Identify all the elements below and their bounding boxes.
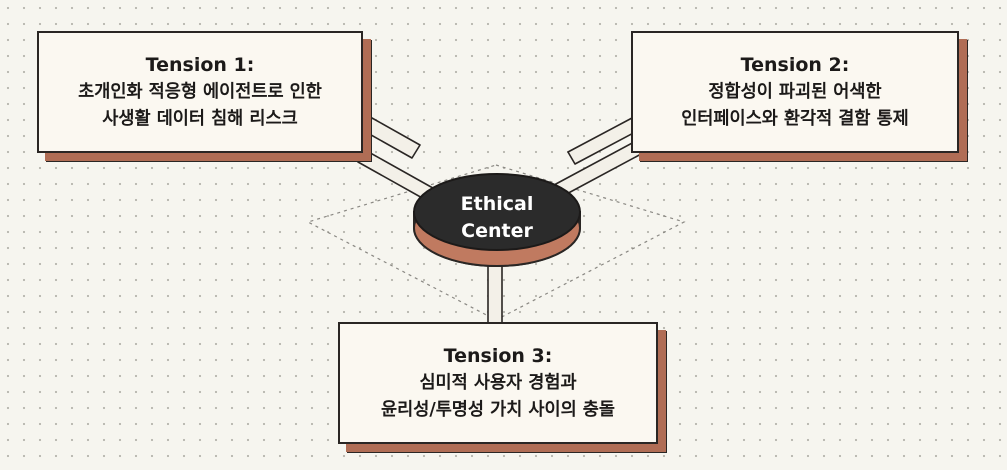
tension-1-title: Tension 1: [145, 53, 255, 76]
connector-tension-2 [553, 117, 644, 198]
ethical-center-disk [413, 173, 581, 267]
connector-tension-3 [487, 261, 503, 325]
tension-3-title: Tension 3: [443, 344, 553, 367]
center-line-1: Ethical [460, 193, 534, 215]
ethical-center-label: Ethical Center [414, 184, 580, 252]
tension-3-line-2: 윤리성/투명성 가치 사이의 충돌 [381, 399, 615, 420]
tension-2-line-1: 정합성이 파괴된 어색한 [708, 81, 882, 102]
tension-2-line-2: 인터페이스와 환각적 결함 통제 [681, 108, 909, 129]
center-line-2: Center [461, 220, 533, 242]
tension-1-line-1: 초개인화 적응형 에이전트로 인한 [78, 81, 322, 102]
tension-card-3: Tension 3: 심미적 사용자 경험과 윤리성/투명성 가치 사이의 충돌 [338, 322, 658, 444]
tension-3-line-1: 심미적 사용자 경험과 [419, 372, 577, 393]
tension-card-2: Tension 2: 정합성이 파괴된 어색한 인터페이스와 환각적 결함 통제 [631, 31, 959, 153]
tension-card-1: Tension 1: 초개인화 적응형 에이전트로 인한 사생활 데이터 침해 … [37, 31, 363, 153]
tension-1-line-2: 사생활 데이터 침해 리스크 [102, 108, 298, 129]
tension-2-title: Tension 2: [740, 53, 850, 76]
